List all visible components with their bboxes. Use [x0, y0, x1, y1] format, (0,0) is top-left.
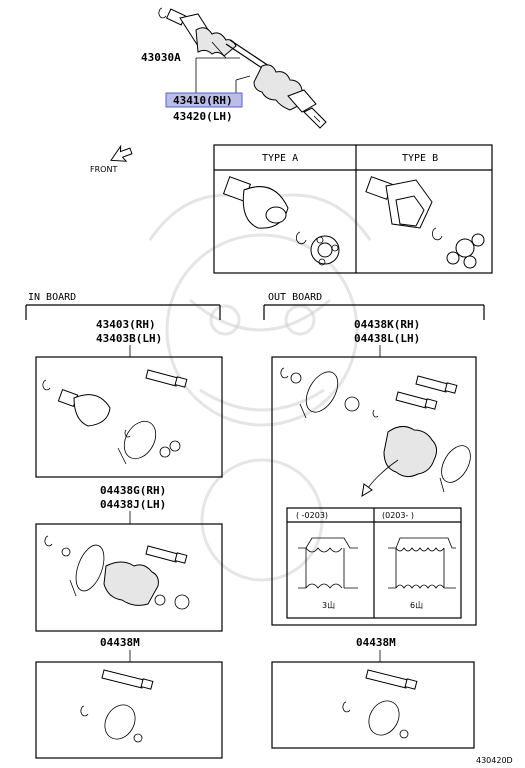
outboard-title: OUT BOARD	[268, 292, 322, 303]
inboard-kit1-box[interactable]	[35, 356, 223, 478]
grease-tube-icon	[145, 369, 179, 387]
inboard-kit1-rh: 43403(RH)	[96, 318, 156, 331]
outboard-kit1-box[interactable]	[271, 356, 477, 626]
circlip-a	[295, 231, 307, 245]
inboard-title: IN BOARD	[28, 292, 76, 303]
inboard-kit1-lh: 43403B(LH)	[96, 332, 162, 345]
label-43410-rh[interactable]: 43410(RH)	[173, 94, 233, 107]
outboard-kit1-lh: 04438L(LH)	[354, 332, 420, 345]
outboard-kit3-parts	[342, 669, 418, 739]
type-a-joint	[222, 176, 340, 266]
type-box	[213, 144, 493, 274]
outboard-kit1-rh: 04438K(RH)	[354, 318, 420, 331]
variant-left-header: ( -0203)	[296, 511, 328, 520]
inboard-kit2-box[interactable]	[35, 523, 223, 632]
variant-right-header: (0203- )	[382, 511, 414, 520]
highlight-box	[165, 92, 243, 108]
inboard-kit2-lh: 04438J(LH)	[100, 498, 166, 511]
snap-ring-top	[158, 7, 167, 19]
boot-profile-3-ridge	[298, 537, 358, 589]
watermark-seal	[148, 193, 372, 582]
outboard-bracket	[263, 304, 485, 320]
inboard-kit2-parts	[44, 535, 190, 610]
type-a-header: TYPE A	[262, 153, 298, 164]
variant-right-label: 6山	[410, 600, 423, 610]
type-b-header: TYPE B	[402, 153, 438, 164]
outboard-kit3-code: 04438M	[356, 636, 396, 649]
variant-left-label: 3山	[322, 600, 335, 610]
inboard-kit3-box[interactable]	[35, 661, 223, 759]
outboard-kit1-parts	[280, 367, 471, 497]
inboard-kit3-code: 04438M	[100, 636, 140, 649]
diagram-code: 430420D	[476, 756, 513, 765]
front-arrow-icon	[110, 144, 133, 162]
inboard-kit1-parts	[42, 369, 188, 465]
outboard-kit3-box[interactable]	[271, 661, 475, 749]
label-43420-lh: 43420(LH)	[173, 110, 233, 123]
circlip-b	[431, 227, 443, 241]
label-43030a: 43030A	[141, 51, 181, 64]
inboard-kit2-rh: 04438G(RH)	[100, 484, 166, 497]
boot-variant-table	[286, 507, 462, 619]
boot-profile-6-ridge	[388, 537, 456, 589]
drive-shaft-assembly	[158, 7, 327, 129]
type-b-joint	[365, 176, 485, 269]
front-label: FRONT	[90, 165, 117, 174]
inboard-kit3-parts	[80, 669, 154, 743]
inboard-bracket	[25, 304, 221, 320]
